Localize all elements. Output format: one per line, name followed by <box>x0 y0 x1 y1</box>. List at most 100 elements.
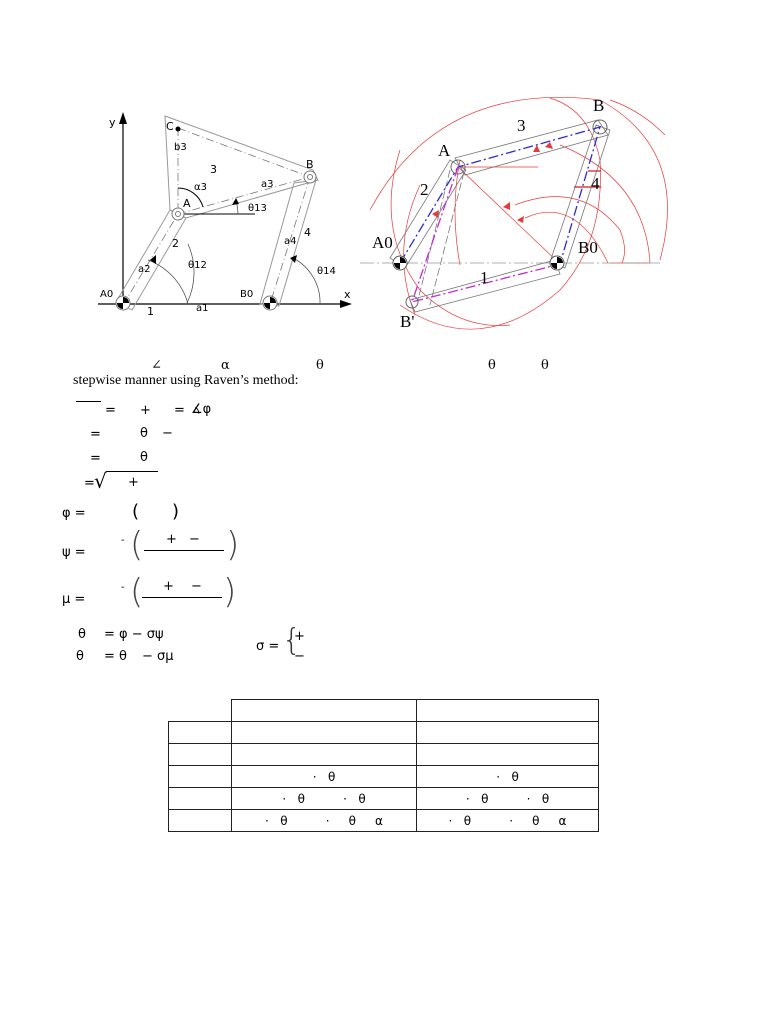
theta14-lhs: θ <box>76 649 84 664</box>
mu-rparen: ) <box>223 572 237 612</box>
label-theta12: θ12 <box>188 260 207 271</box>
mu-lparen: ( <box>130 572 144 612</box>
psi-superscript: - <box>121 535 125 546</box>
label-a3: a3 <box>261 179 274 190</box>
label-link-4: 4 <box>304 226 311 239</box>
mu-superscript: - <box>121 582 125 593</box>
linkage-figure-left: y x C b3 3 B α3 a3 A θ13 2 4 a4 a2 θ12 θ… <box>90 100 360 330</box>
intro-text: ∠ α θ θ θ stepwise manner using Raven’s … <box>73 358 593 392</box>
table-cell: · θ · θ <box>231 787 417 810</box>
sigma-minus: − <box>294 649 305 664</box>
label-alpha3: α3 <box>194 182 207 193</box>
phi-lhs: φ = <box>62 506 86 521</box>
label-B: B <box>593 96 605 115</box>
psi-rparen: ) <box>226 525 240 565</box>
theta-symbol: θ <box>488 358 496 373</box>
eq2-minus: − <box>162 426 173 441</box>
eq1-equals-2: = <box>174 403 185 418</box>
label-link-1: 1 <box>480 268 489 287</box>
psi-lhs: ψ = <box>62 545 86 560</box>
eq2-theta: θ <box>140 426 148 441</box>
table-cell: · θ · θ α <box>416 809 599 832</box>
theta-symbol: θ <box>316 358 324 373</box>
table-cell <box>416 721 599 744</box>
mu-fraction-bar <box>142 597 222 598</box>
table-row <box>168 721 599 744</box>
eq4-equals: = <box>84 476 95 491</box>
label-link-4: 4 <box>591 174 600 193</box>
sigma-lhs: σ = <box>256 639 280 654</box>
table-cell <box>231 699 417 722</box>
theta14-rhs: = θ <box>104 649 127 664</box>
label-y-axis: y <box>109 116 116 129</box>
table-cell <box>416 699 599 722</box>
ravens-method-figure: B 3 A 2 4 A0 B0 1 B' <box>360 90 680 340</box>
table-cell: · θ · θ <box>416 787 599 810</box>
label-link-3: 3 <box>517 116 526 135</box>
table-cell: · θ <box>231 765 417 788</box>
label-x-axis: x <box>344 288 351 301</box>
label-B-prime: B' <box>400 312 415 331</box>
table-row: · θ · θ · θ · θ <box>168 787 599 810</box>
label-a4: a4 <box>284 236 297 247</box>
label-theta14: θ14 <box>317 266 336 277</box>
table-row <box>168 743 599 766</box>
theta-symbol: θ <box>541 358 549 373</box>
eq3-theta: θ <box>140 450 148 465</box>
sqrt-bar <box>106 471 158 472</box>
label-theta13: θ13 <box>248 203 267 214</box>
psi-fraction-bar <box>144 550 224 551</box>
linkage-diagram <box>98 112 352 311</box>
eq1-plus: + <box>140 403 151 418</box>
mu-lhs: μ = <box>62 592 86 607</box>
phi-rparen: ) <box>172 501 180 522</box>
label-link-2: 2 <box>420 180 429 199</box>
label-link-1: 1 <box>147 305 154 318</box>
results-table: · θ · θ · θ · θ · θ · θ · θ · θ α · θ · … <box>168 699 599 832</box>
sqrt-sign: √ <box>94 469 107 493</box>
table-cell <box>168 721 232 744</box>
label-B: B <box>306 158 314 171</box>
psi-plus: + <box>166 532 177 547</box>
label-A0: A0 <box>372 233 393 252</box>
label-link-3: 3 <box>210 163 217 176</box>
psi-lparen: ( <box>130 525 144 565</box>
table-cell <box>168 809 232 832</box>
phi-lparen: ( <box>132 501 140 522</box>
table-cell <box>168 787 232 810</box>
table-cell <box>169 700 232 722</box>
equations-block: = + = ∡φ = θ − = θ = √ + φ = ( ) ψ = - (… <box>60 395 360 675</box>
table-cell <box>168 743 232 766</box>
psi-minus: − <box>189 532 200 547</box>
alpha-symbol: α <box>221 358 230 373</box>
label-a2: a2 <box>138 264 151 275</box>
table-row <box>169 699 599 722</box>
table-row: · θ · θ <box>168 765 599 788</box>
label-a1: a1 <box>196 303 209 314</box>
table-cell: · θ <box>416 765 599 788</box>
mu-plus: + <box>163 579 174 594</box>
eq2-equals: = <box>90 427 101 442</box>
label-A: A <box>438 141 451 160</box>
label-A0: A0 <box>100 289 114 300</box>
table-row: · θ · θ α · θ · θ α <box>168 809 599 832</box>
eq1-angle-phi: ∡φ <box>191 402 212 417</box>
table-cell <box>168 765 232 788</box>
label-B0: B0 <box>240 289 254 300</box>
theta14-rhs2: − σμ <box>142 649 174 664</box>
eq4-plus: + <box>128 475 139 490</box>
ravens-diagram <box>360 97 668 330</box>
vector-bar <box>76 401 101 402</box>
label-C: C <box>166 120 174 133</box>
sigma-brace: { <box>282 623 302 658</box>
eq1-equals: = <box>105 403 116 418</box>
label-b3: b3 <box>174 142 187 153</box>
angle-symbol: ∠ <box>151 358 162 373</box>
theta13-rhs: = φ − σψ <box>104 627 164 642</box>
method-intro-line: stepwise manner using Raven’s method: <box>73 373 299 388</box>
eq3-equals: = <box>90 451 101 466</box>
table-cell <box>231 743 417 766</box>
mu-minus: − <box>191 579 202 594</box>
table-cell <box>416 743 599 766</box>
theta13-lhs: θ <box>78 627 86 642</box>
